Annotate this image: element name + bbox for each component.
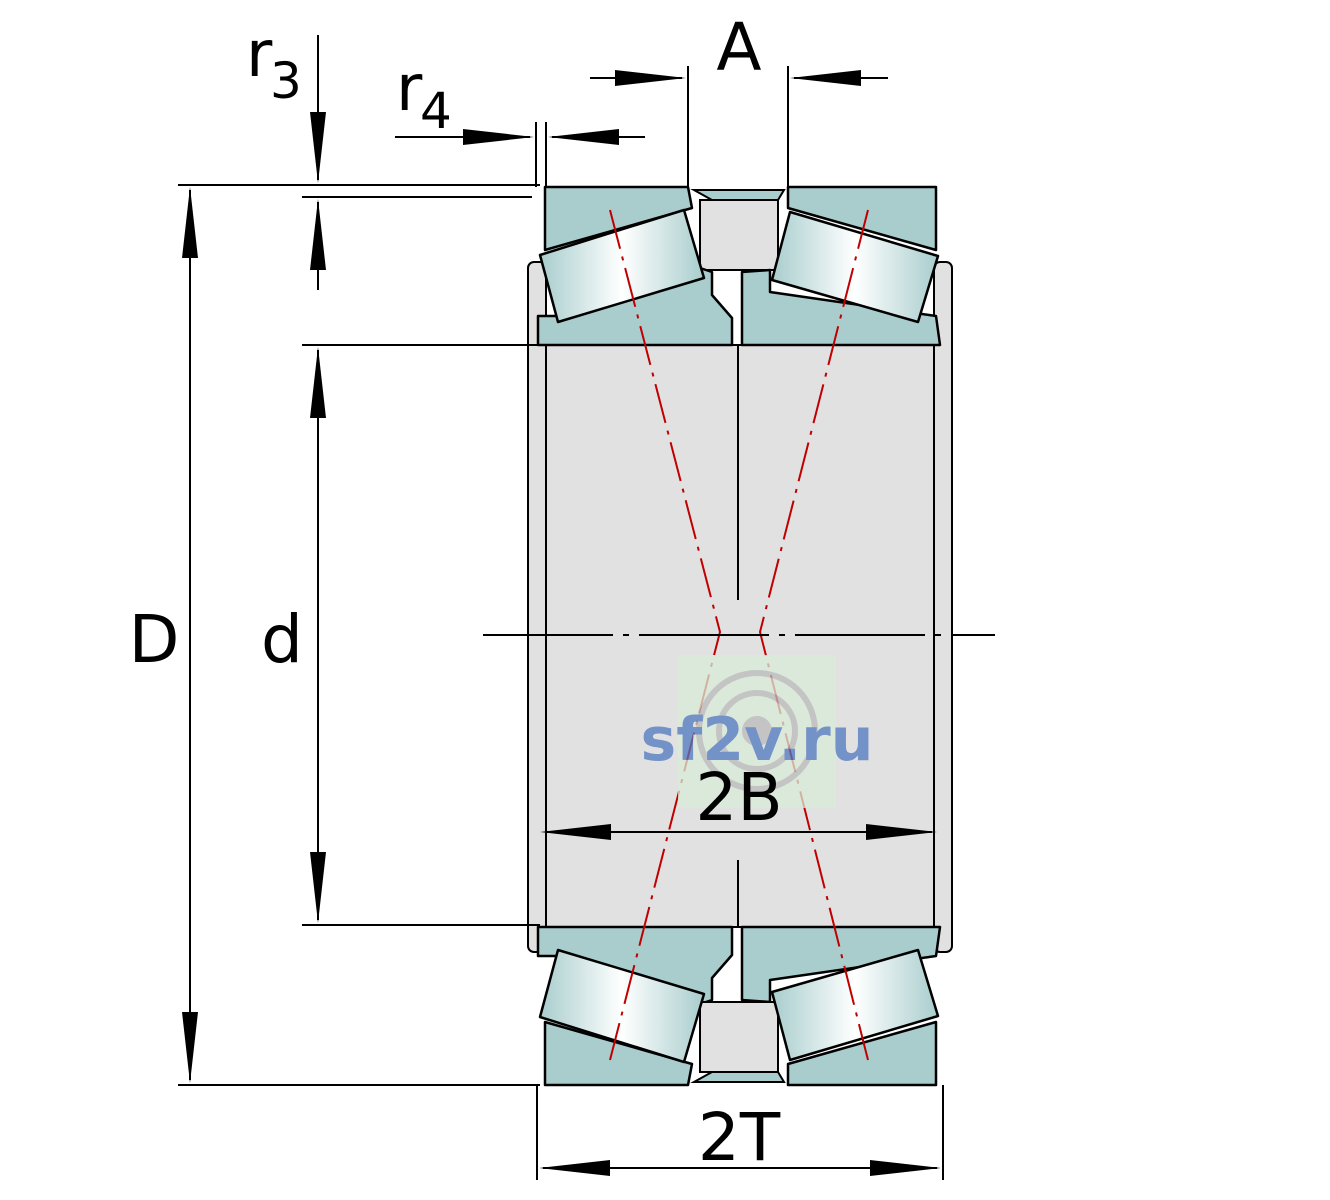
label-r3-base: r bbox=[246, 18, 273, 92]
watermark: sf2v.ru bbox=[641, 655, 874, 808]
top-inner-ring-right bbox=[740, 268, 942, 347]
bottom-roller-left bbox=[538, 948, 706, 1064]
bottom-roller-right bbox=[770, 948, 940, 1062]
outer-rims bbox=[527, 261, 953, 953]
bottom-inner-ring-right bbox=[740, 925, 942, 1004]
arrowheads bbox=[182, 70, 941, 1176]
bottom-center-spacer bbox=[690, 1001, 786, 1083]
bottom-outer-ring-right bbox=[786, 1020, 938, 1087]
bearing-watermark-icon bbox=[696, 670, 818, 792]
contact-axes bbox=[609, 209, 869, 1061]
label-2T: 2T bbox=[698, 1099, 781, 1176]
label-D: D bbox=[129, 601, 180, 678]
top-center-spacer bbox=[690, 189, 786, 271]
label-2B: 2B bbox=[695, 759, 782, 836]
label-r3: r 3 bbox=[246, 18, 302, 110]
label-r4-base: r bbox=[396, 52, 423, 126]
label-A: A bbox=[716, 9, 761, 86]
watermark-text: sf2v.ru bbox=[641, 705, 874, 775]
top-outer-ring-left bbox=[543, 185, 694, 252]
label-d: d bbox=[261, 601, 303, 678]
top-roller-left bbox=[538, 208, 706, 324]
label-r3-sub: 3 bbox=[270, 52, 302, 110]
label-r4: r 4 bbox=[396, 52, 452, 140]
label-r4-sub: 4 bbox=[420, 82, 452, 140]
top-outer-ring-right bbox=[786, 185, 938, 252]
top-roller-right bbox=[770, 210, 940, 324]
